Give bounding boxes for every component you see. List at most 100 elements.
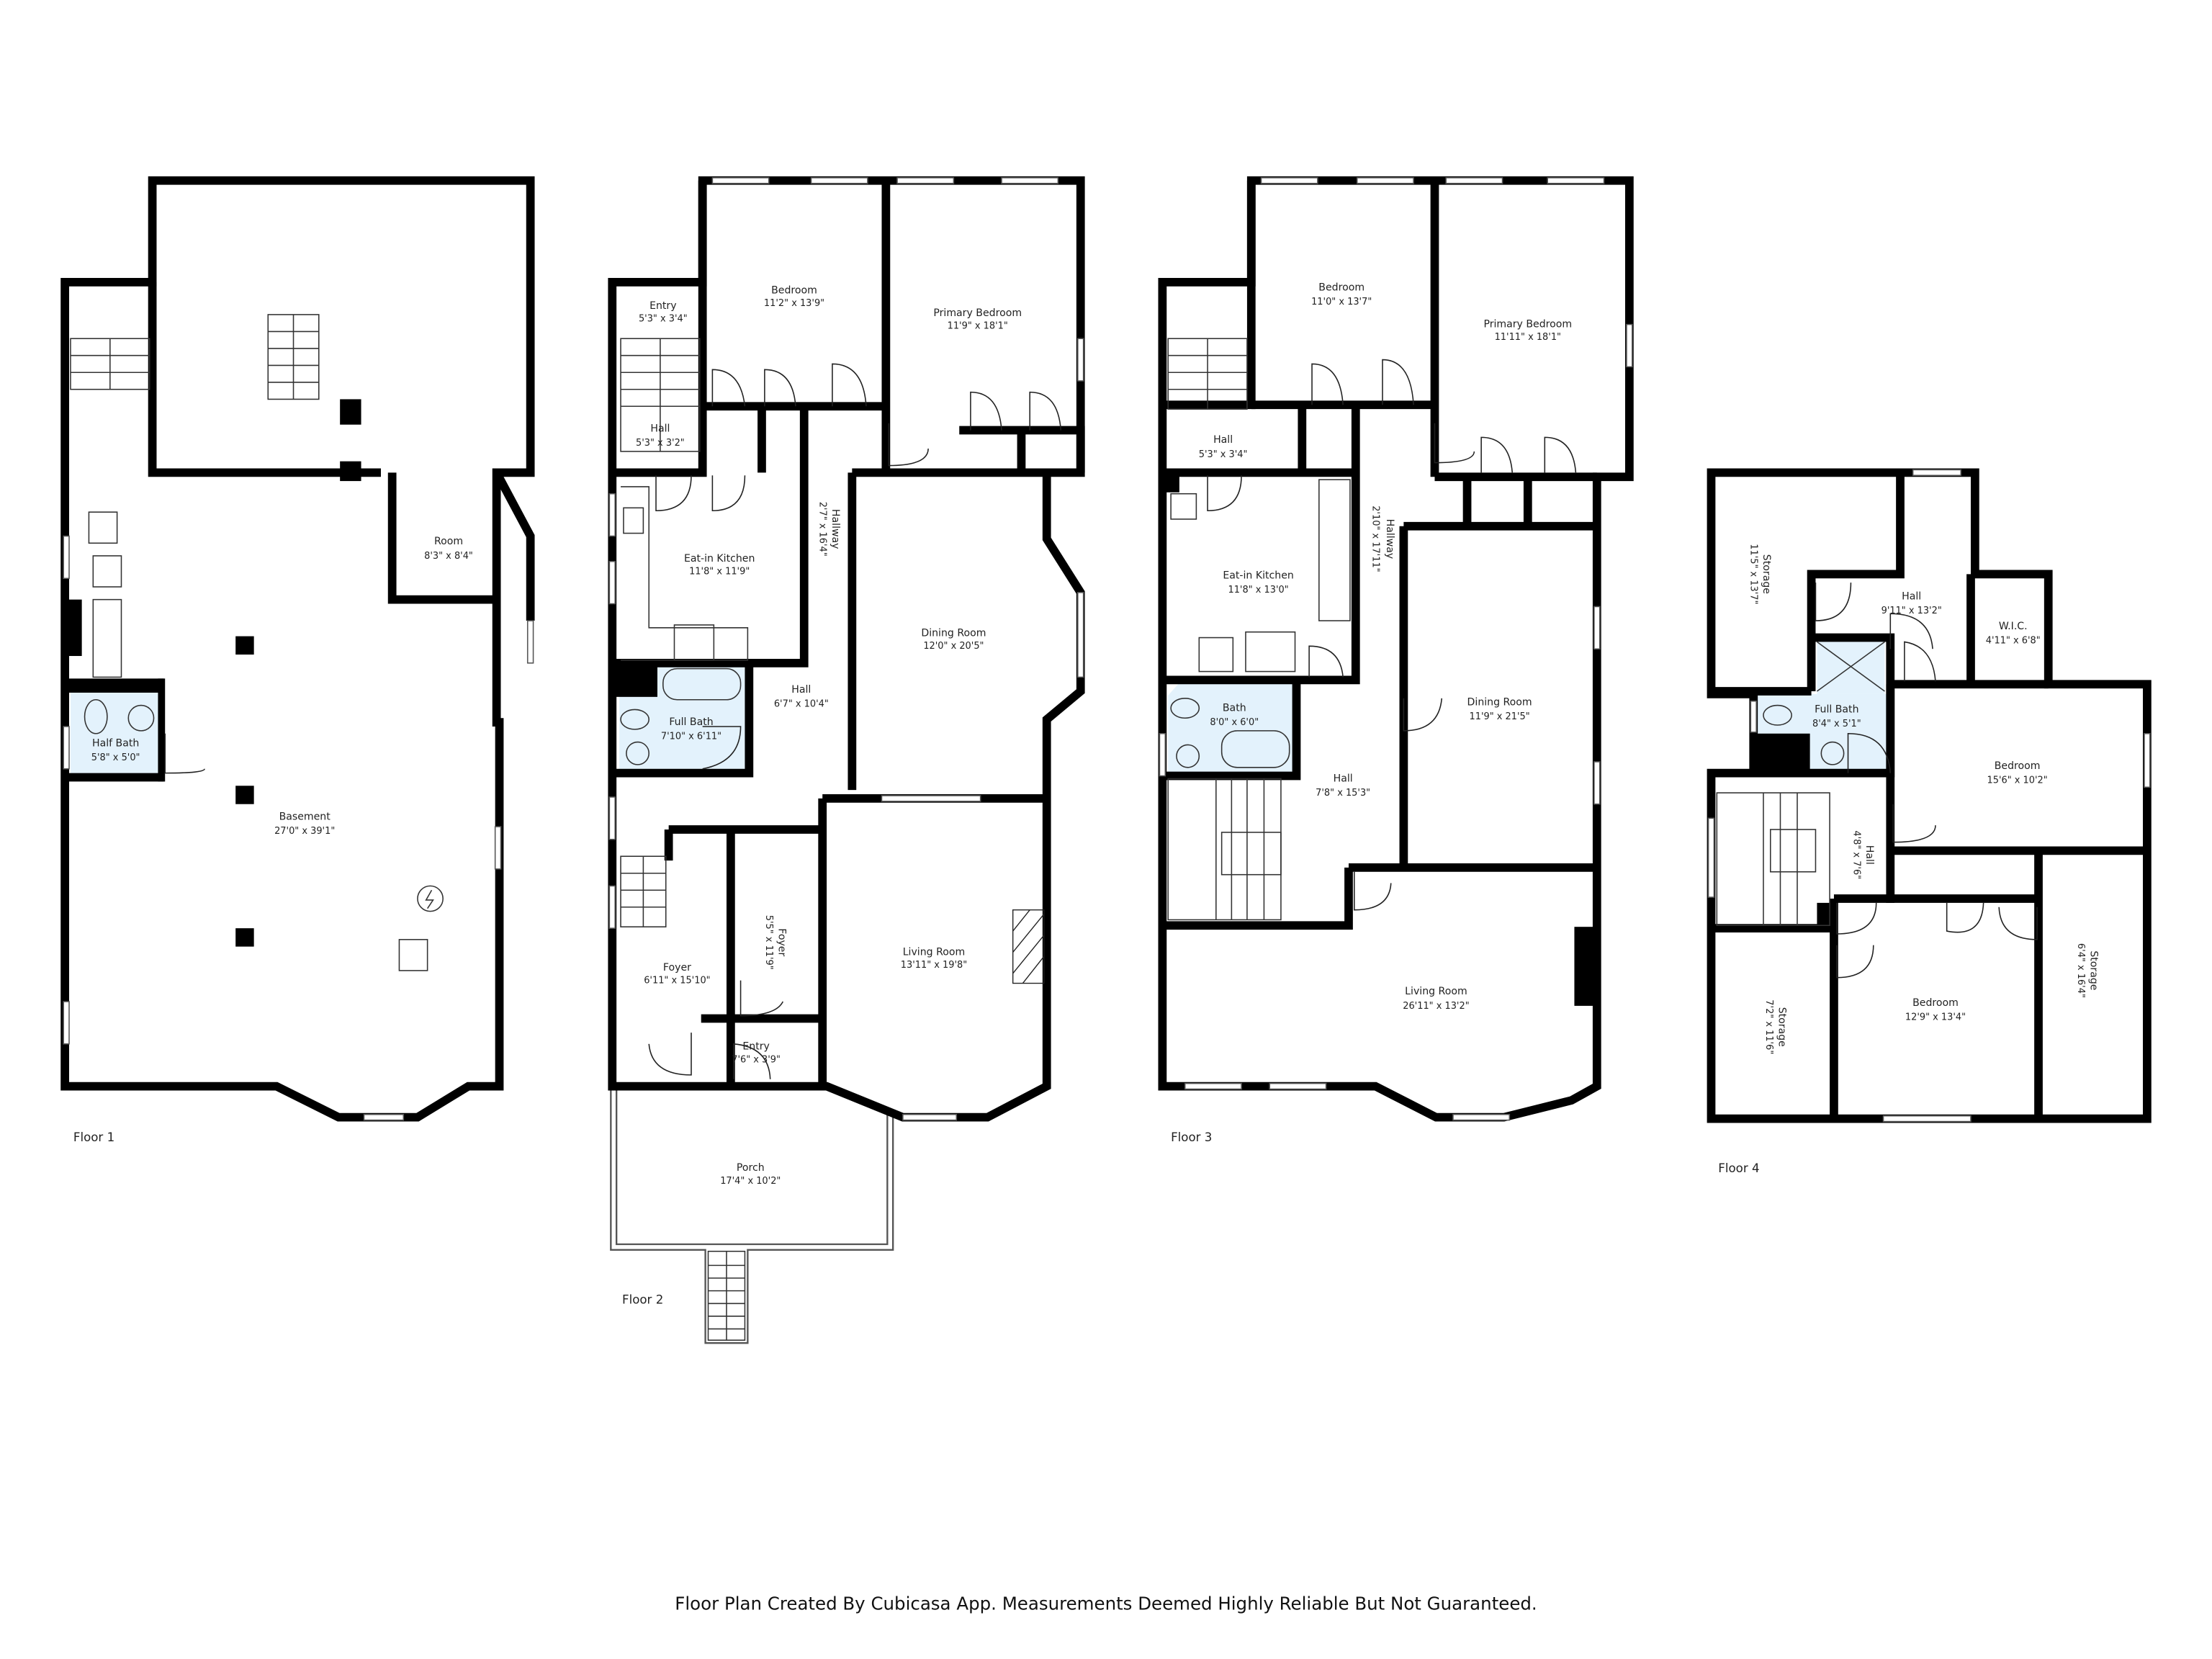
interior-wall xyxy=(612,180,707,477)
room-name: Bedroom xyxy=(1318,282,1364,294)
room-dims: 5'3" x 3'4" xyxy=(639,314,688,325)
room-name: W.I.C. xyxy=(1999,621,2028,632)
stove-icon xyxy=(1198,637,1234,673)
refrigerator-icon xyxy=(1245,631,1296,673)
room-name: Hall xyxy=(791,684,811,696)
stairs-icon xyxy=(1716,792,1830,927)
room-dims: 7'10" x 6'11" xyxy=(661,732,721,742)
window xyxy=(608,560,616,605)
room-dims: 11'11" x 18'1" xyxy=(1495,332,1561,343)
door-icon xyxy=(1836,945,1874,979)
window xyxy=(1547,177,1605,184)
door-icon xyxy=(1815,583,1852,621)
window xyxy=(711,177,770,184)
toilet-icon xyxy=(1763,704,1792,726)
room-name: Entry xyxy=(742,1041,770,1053)
room-dims: 27'0" x 39'1" xyxy=(274,826,335,837)
wall-block xyxy=(1817,902,1834,929)
bath-fill xyxy=(1168,683,1297,773)
window xyxy=(63,535,70,580)
window xyxy=(1593,761,1601,805)
room-dims: 6'4" x 16'4" xyxy=(2075,943,2086,998)
door-icon xyxy=(1311,363,1344,405)
stairs-icon xyxy=(70,314,320,400)
window xyxy=(363,1113,405,1121)
window xyxy=(896,177,955,184)
wall-block xyxy=(1162,472,1179,493)
room-name: Dining Room xyxy=(921,628,986,639)
door-icon xyxy=(732,1043,771,1079)
window xyxy=(1626,323,1633,368)
washer-icon xyxy=(88,511,118,544)
door-icon xyxy=(1544,436,1577,473)
door-icon xyxy=(702,726,742,770)
counter xyxy=(1318,479,1351,621)
room-dims: 8'3" x 8'4" xyxy=(424,551,473,562)
toilet-icon xyxy=(84,698,108,734)
interior-wall xyxy=(747,406,809,667)
door-icon xyxy=(711,475,746,512)
room-dims: 4'11" x 6'8" xyxy=(1986,635,2041,646)
interior-wall xyxy=(1296,405,1360,685)
room-name: Foyer xyxy=(663,962,691,974)
sink-icon xyxy=(1820,741,1845,765)
room-dims: 12'9" x 13'4" xyxy=(1905,1012,1966,1022)
room-dims: 11'9" x 18'1" xyxy=(948,320,1008,331)
porch-outline xyxy=(610,1086,894,1344)
toilet-icon xyxy=(1170,698,1200,719)
wall-block xyxy=(65,678,164,693)
floor-1: Room 8'3" x 8'4" Half Bath 5'8" x 5'0" B… xyxy=(60,176,535,1144)
wall-block xyxy=(65,773,164,782)
window xyxy=(1356,177,1414,184)
shower-icon xyxy=(1816,641,1885,692)
room-name: Hall xyxy=(650,423,670,435)
room-name: Full Bath xyxy=(669,716,713,728)
room-name: Eat-in Kitchen xyxy=(1223,570,1293,581)
room-dims: 7'8" x 15'3" xyxy=(1316,788,1370,799)
door-icon xyxy=(970,391,1002,431)
window xyxy=(1452,1113,1511,1121)
toilet-icon xyxy=(620,709,650,730)
door-icon xyxy=(1998,907,2038,940)
door-icon xyxy=(1892,804,1936,843)
room-name: Hall xyxy=(1334,773,1353,784)
column xyxy=(340,461,361,482)
room-dims: 5'3" x 3'4" xyxy=(1199,449,1248,460)
door-icon xyxy=(1382,359,1414,405)
window xyxy=(1269,1082,1327,1090)
room-dims: 11'8" x 13'0" xyxy=(1228,585,1288,595)
window xyxy=(63,726,70,770)
window xyxy=(1001,177,1059,184)
interior-wall xyxy=(1162,867,1353,930)
room-name: Porch xyxy=(737,1162,765,1174)
window xyxy=(494,826,502,870)
floor-1-outer-wall xyxy=(60,176,535,1122)
window xyxy=(1260,177,1318,184)
interior-wall xyxy=(1162,180,1256,410)
window xyxy=(608,885,616,929)
interior-wall xyxy=(701,1014,735,1087)
room-dims: 11'2" x 13'9" xyxy=(764,298,824,309)
wall-block xyxy=(615,662,657,697)
room-dims: 9'11" x 13'2" xyxy=(1881,606,1942,616)
sink-icon xyxy=(626,741,650,765)
window xyxy=(810,177,868,184)
bath-wall xyxy=(1162,675,1301,781)
room-dims: 2'10" x 17'11" xyxy=(1370,505,1380,572)
wall-block xyxy=(65,599,82,657)
room-dims: 2'7" x 16'4" xyxy=(817,502,827,557)
floor-label: Floor 3 xyxy=(1171,1130,1212,1144)
room-name: Bedroom xyxy=(771,285,817,297)
water-heater-icon xyxy=(398,939,428,971)
room-dims: 6'7" x 10'4" xyxy=(774,699,829,710)
bath-wall xyxy=(612,658,754,778)
electric-panel-icon xyxy=(417,885,444,912)
room-name: Hall xyxy=(1213,434,1233,446)
lightning-icon xyxy=(425,889,434,909)
sink-icon xyxy=(127,704,155,732)
window xyxy=(1077,592,1084,678)
sink-icon xyxy=(1170,493,1197,520)
counter xyxy=(621,486,749,661)
door-icon xyxy=(655,475,692,512)
window xyxy=(1750,700,1757,733)
